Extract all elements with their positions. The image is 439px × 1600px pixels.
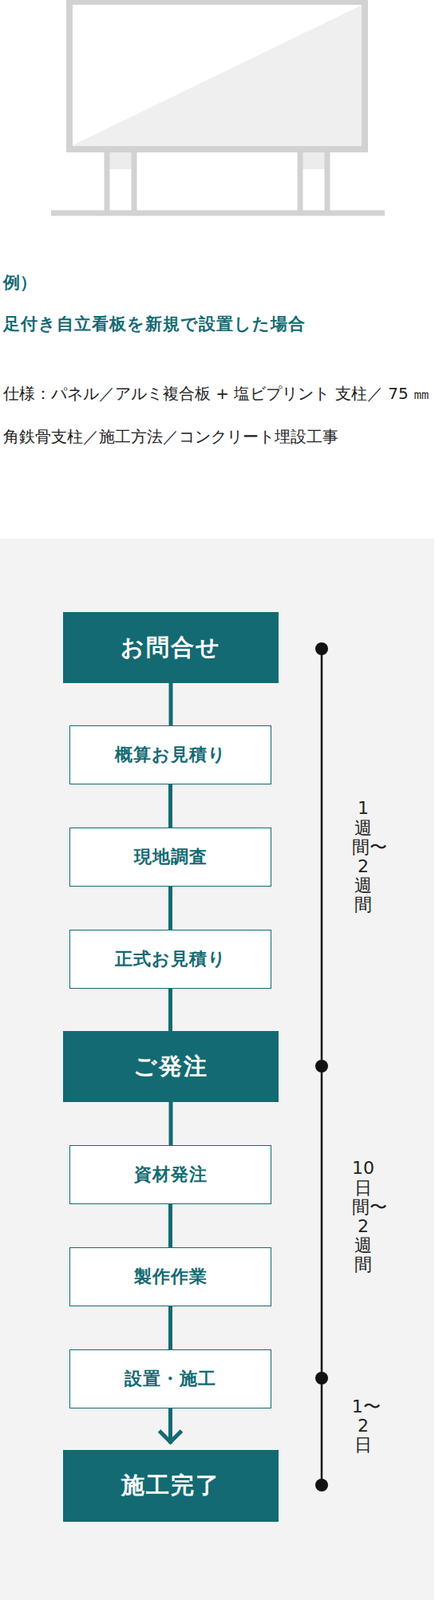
milestone-box: お問合せ <box>63 612 279 684</box>
duration-label: 1〜2日 <box>351 1397 376 1456</box>
subtitle: 足付き自立看板を新規で設置した場合 <box>3 312 435 336</box>
billboard-illustration <box>0 0 439 224</box>
milestone-box: ご発注 <box>63 1031 279 1103</box>
node-text: 資材発注 <box>134 1162 208 1187</box>
node-text: ご発注 <box>133 1051 209 1084</box>
flow-connector <box>170 988 171 1032</box>
flow-connector <box>170 1306 171 1350</box>
duration-label: 1週間〜2週間 <box>351 798 376 915</box>
flow-connector <box>170 1204 171 1248</box>
node-text: 設置・施工 <box>124 1367 217 1392</box>
node-text: 施工完了 <box>121 1470 221 1503</box>
process-box: 概算お見積り <box>69 725 272 785</box>
node-text: 概算お見積り <box>114 743 227 768</box>
node-text: お問合せ <box>120 632 222 665</box>
flow-connector <box>170 886 171 930</box>
process-box: 設置・施工 <box>69 1349 272 1409</box>
flow-connector <box>170 683 172 726</box>
node-text: 正式お見積り <box>114 947 227 972</box>
node-text: 製作作業 <box>134 1265 208 1290</box>
example-label: 例） <box>3 271 84 294</box>
process-box: 現地調査 <box>69 827 272 887</box>
milestone-box: 施工完了 <box>63 1450 279 1523</box>
duration-label: 10日間〜2週間 <box>351 1158 376 1275</box>
flow-connector <box>170 784 171 828</box>
spec-text: 仕様：パネル／アルミ複合板 + 塩ビプリント 支柱／ 75 ㎜角鉄骨支柱／施工方… <box>3 371 433 459</box>
process-box: 資材発注 <box>69 1145 272 1205</box>
flow-connector <box>170 1102 172 1146</box>
process-box: 製作作業 <box>69 1247 272 1307</box>
flow-connector <box>159 1408 182 1444</box>
process-box: 正式お見積り <box>69 929 272 989</box>
node-text: 現地調査 <box>134 845 208 870</box>
